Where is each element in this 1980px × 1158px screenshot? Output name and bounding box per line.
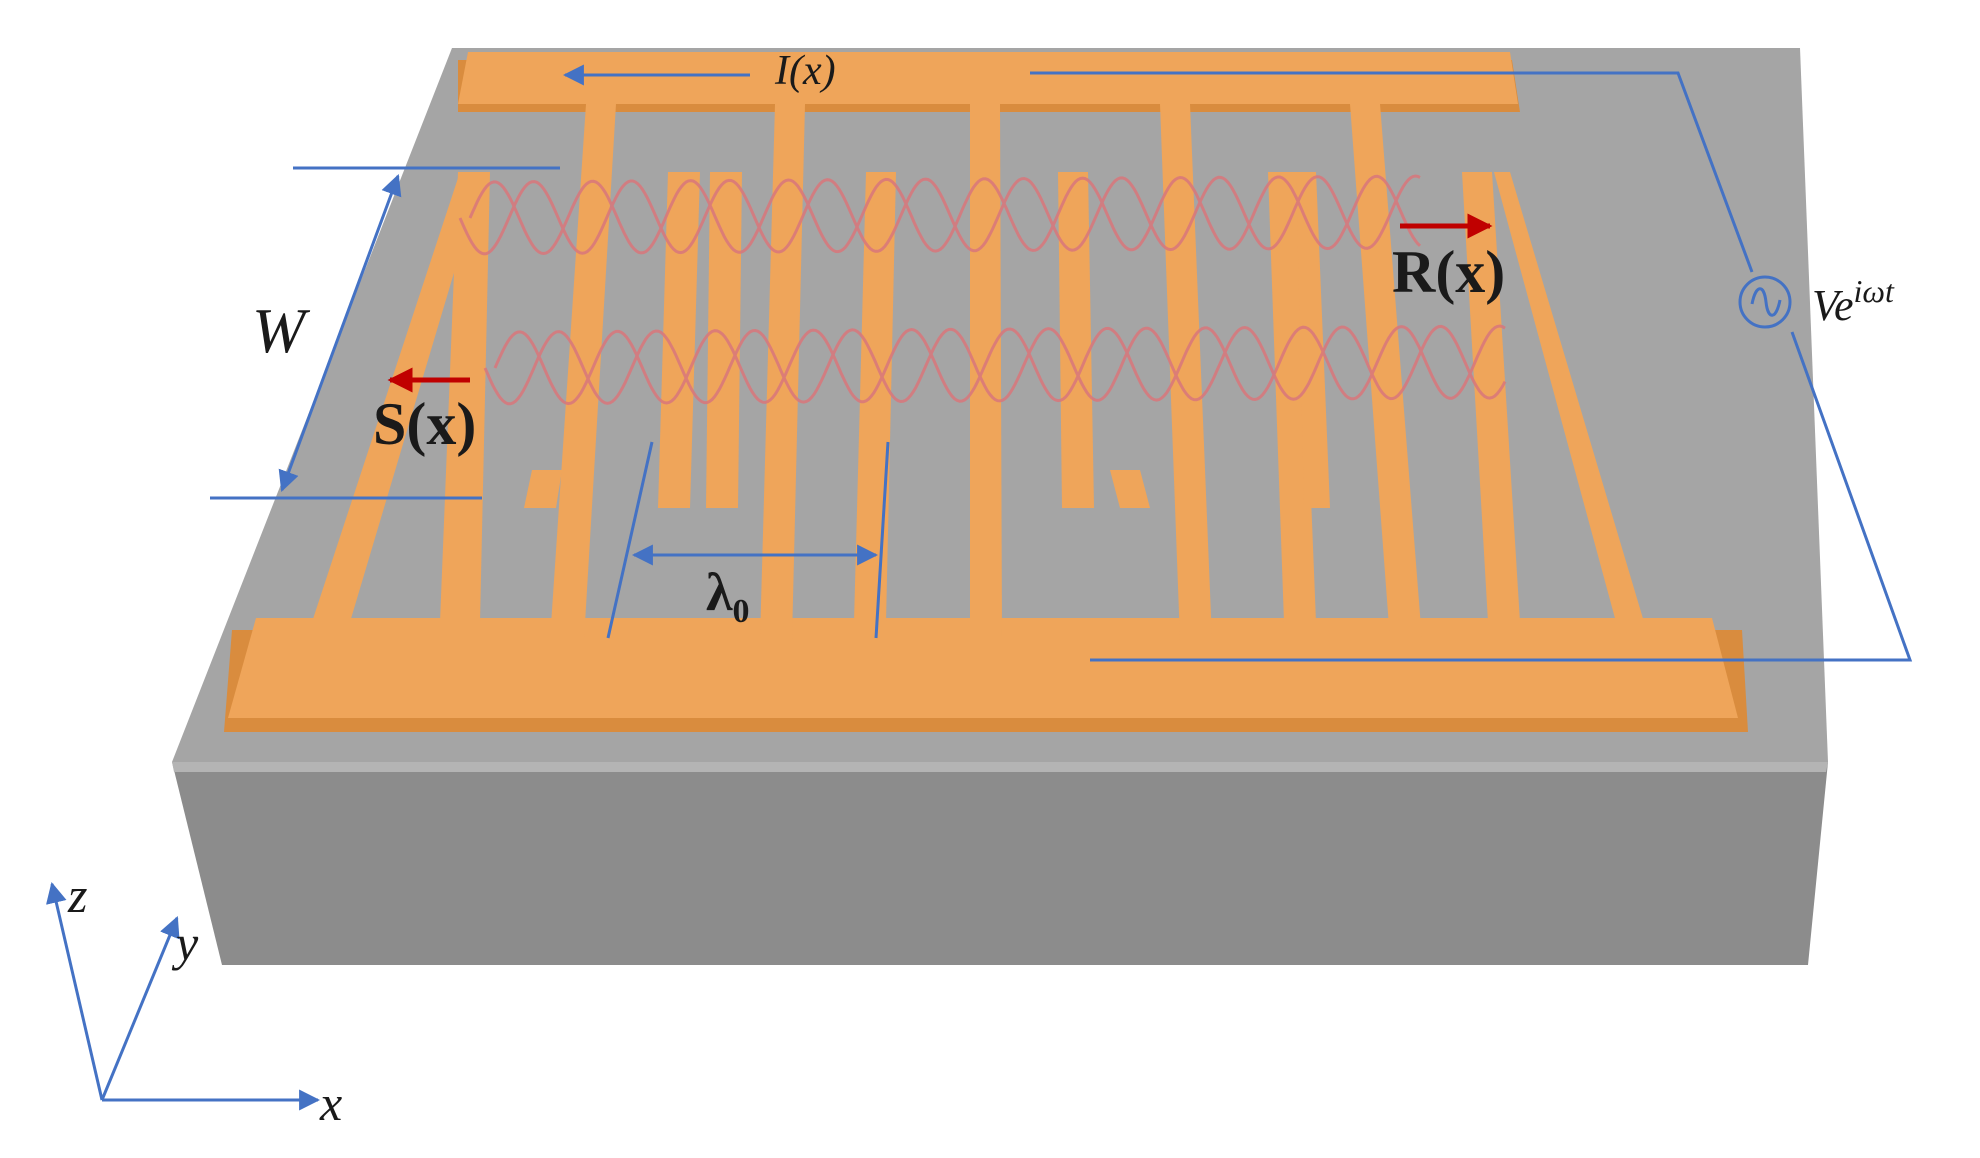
wavelength-label: λ0 xyxy=(706,562,750,630)
labels: I(x) W λ0 R(x) S(x) Veiωt x y z xyxy=(67,48,1895,1131)
finger xyxy=(854,172,896,622)
bottom-bus-bar xyxy=(228,618,1738,718)
right-rail xyxy=(1494,172,1644,622)
dummy-fingers xyxy=(524,172,1330,508)
wavelength-subscript: 0 xyxy=(733,593,750,630)
substrate-front-face xyxy=(172,762,1828,965)
voltage-base: Ve xyxy=(1812,281,1854,330)
wave-upper-b xyxy=(468,174,1422,256)
finger xyxy=(1350,104,1422,640)
bottom-fingers xyxy=(440,172,1520,622)
voltage-exponent: iωt xyxy=(1854,273,1895,309)
current-label: I(x) xyxy=(774,48,836,94)
finger xyxy=(1268,172,1316,622)
circuit-wire-lower xyxy=(1090,331,1913,662)
wave-lower-b xyxy=(493,324,1506,406)
finger xyxy=(550,104,616,640)
ac-source-sine xyxy=(1750,287,1782,317)
axis-y-label: y xyxy=(171,915,199,971)
top-bus-bar xyxy=(458,52,1518,104)
wave-upper-a xyxy=(458,174,1421,256)
width-label: W xyxy=(252,295,311,366)
source-label: S(x) xyxy=(373,391,476,457)
wavelength-right-guide xyxy=(874,441,890,639)
axis-y-arrow xyxy=(100,916,180,1101)
substrate-edge-highlight xyxy=(172,762,1828,772)
finger xyxy=(1058,172,1094,508)
wavelength-left-guide xyxy=(606,441,654,639)
axis-z-label: z xyxy=(67,867,87,923)
wave-direction-arrows xyxy=(387,213,1493,393)
reflected-label: R(x) xyxy=(1392,239,1505,305)
wave-lower-a xyxy=(483,324,1507,406)
finger xyxy=(440,172,490,622)
finger xyxy=(1160,104,1212,640)
ac-source-icon xyxy=(1738,275,1792,329)
surface-waves xyxy=(458,174,1507,406)
annotations xyxy=(46,64,1913,1111)
width-dimension-arrow xyxy=(278,174,402,492)
circuit-wire xyxy=(1030,71,1754,273)
finger xyxy=(658,172,700,508)
voltage-label: Veiωt xyxy=(1812,273,1895,330)
axis-z-arrow xyxy=(46,881,104,1101)
wavelength-symbol: λ xyxy=(706,562,733,622)
finger xyxy=(970,104,1002,640)
axis-x-label: x xyxy=(319,1075,342,1131)
